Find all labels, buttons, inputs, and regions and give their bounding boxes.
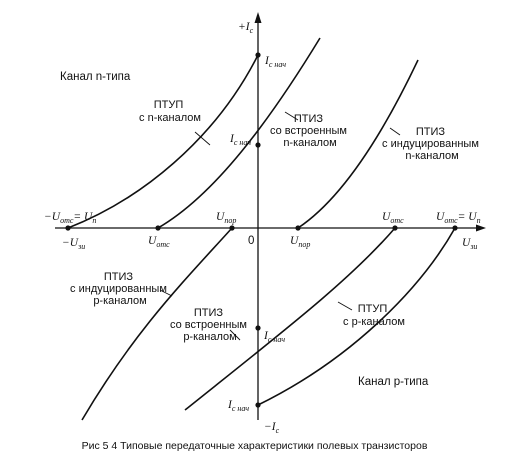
curve-ptiz-ind-n: [297, 59, 419, 229]
label-uots-p: Uотс: [382, 211, 404, 225]
curve-ptiz-built-n: [157, 37, 321, 229]
point-icnach-ptup-p: [255, 402, 261, 408]
leader-ptup-n: [194, 131, 211, 146]
label-upor-n: Uпор: [290, 235, 310, 249]
label-neg-uots-eq-up: −Uотс= Uп: [44, 211, 96, 225]
label-icnach-ptup-p: Iс нач: [227, 399, 249, 413]
region-n-type-label: Канал n-типа: [60, 71, 131, 83]
label-uots-n: Uотс: [148, 235, 170, 249]
y-axis-arrow: [254, 12, 262, 23]
x-pos-label: Uзи: [462, 237, 477, 251]
point-uots-up: [452, 225, 458, 231]
point-upor-p: [229, 225, 235, 231]
label-upor-p: Uпор: [216, 211, 236, 225]
label-ptup-n: ПТУП с n-каналом: [139, 99, 201, 124]
label-ptup-p: ПТУП с p-каналом: [343, 303, 405, 328]
point-icnach-built-p: [255, 325, 261, 331]
curve-ptup-p: [257, 227, 456, 406]
leader-ptiz-built-n: [284, 111, 299, 121]
point-neg-uots-up: [65, 225, 71, 231]
y-pos-label: +Iс: [238, 21, 254, 35]
point-icnach-built-n: [255, 142, 261, 148]
transfer-characteristics-diagram: +Iс −Iс Uзи −Uзи 0 Канал n-типа Канал p-…: [44, 12, 486, 435]
figure-caption: Рис 5 4 Типовые передаточные характерист…: [81, 440, 428, 452]
label-icnach-ptup-n: Iс нач: [264, 55, 286, 69]
point-upor-n: [295, 225, 301, 231]
label-icnach-built-n: Iс нач: [229, 133, 251, 147]
y-neg-label: −Iс: [264, 421, 280, 435]
point-icnach-ptup-n: [255, 52, 261, 58]
point-uots-p: [392, 225, 398, 231]
leader-ptiz-ind-p: [159, 289, 173, 297]
label-icnach-built-p: Iс нач: [263, 330, 285, 344]
leader-ptiz-built-p: [229, 329, 241, 341]
label-ptiz-ind-p: ПТИЗ с индуцированным p-каналом: [70, 271, 170, 307]
curve-ptup-n: [67, 54, 259, 229]
leader-ptup-p: [337, 301, 353, 311]
origin-label: 0: [248, 235, 254, 247]
label-uots-eq-up: Uотс= Uп: [436, 211, 481, 225]
x-axis-arrow: [476, 224, 486, 232]
label-ptiz-ind-n: ПТИЗ с индуцированным n-каналом: [382, 126, 482, 162]
point-uots-n: [155, 225, 161, 231]
label-ptiz-built-p: ПТИЗ со встроенным p-каналом: [170, 307, 250, 343]
label-ptiz-built-n: ПТИЗ со встроенным n-каналом: [270, 113, 350, 149]
x-neg-label: −Uзи: [62, 237, 85, 251]
region-p-type-label: Канал p-типа: [358, 376, 429, 388]
leader-ptiz-ind-n: [389, 127, 401, 136]
curve-ptiz-built-p: [184, 227, 396, 411]
curve-ptiz-ind-p: [81, 227, 233, 421]
